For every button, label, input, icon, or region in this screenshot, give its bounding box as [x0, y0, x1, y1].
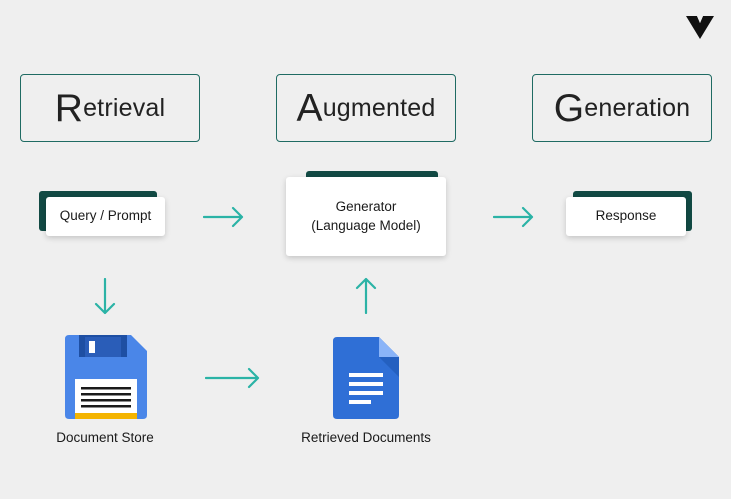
- document-store-label: Document Store: [56, 430, 154, 445]
- header-retrieval-rest: etrieval: [83, 93, 166, 122]
- arrow-generator-to-response: [493, 206, 534, 228]
- header-augmented-initial: A: [296, 86, 323, 130]
- generator-label: Generator: [335, 199, 397, 215]
- header-generation-rest: eneration: [584, 93, 691, 122]
- query-prompt-node: Query / Prompt: [46, 197, 165, 236]
- arrow-query-to-generator: [203, 206, 244, 228]
- response-node: Response: [566, 197, 686, 236]
- arrow-query-to-store: [94, 278, 116, 315]
- query-prompt-label: Query / Prompt: [59, 208, 152, 224]
- v-logo-icon: [686, 16, 714, 39]
- floppy-disk-icon: [65, 335, 147, 419]
- arrow-documents-to-generator: [355, 277, 377, 314]
- generator-sublabel: (Language Model): [311, 217, 421, 233]
- document-icon: [333, 337, 399, 419]
- header-retrieval-initial: R: [54, 86, 84, 130]
- generator-node: Generator (Language Model): [286, 177, 446, 256]
- retrieved-documents-label: Retrieved Documents: [301, 430, 431, 445]
- header-augmented-rest: ugmented: [322, 93, 436, 122]
- header-generation-initial: G: [553, 86, 585, 130]
- arrow-store-to-documents: [205, 367, 260, 389]
- response-label: Response: [595, 208, 657, 224]
